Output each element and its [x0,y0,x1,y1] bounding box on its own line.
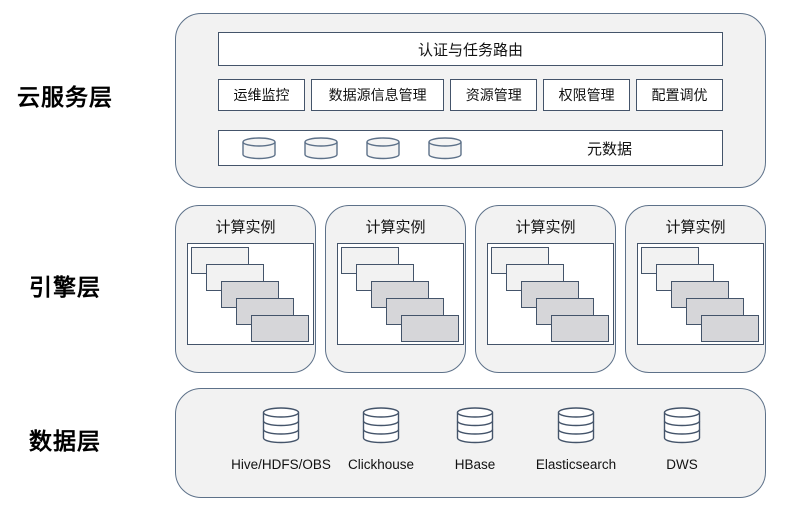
metadata-box: 元数据 [218,130,723,166]
module-resource-mgmt: 资源管理 [450,79,538,111]
datastore-label: Elasticsearch [535,457,617,472]
stack-rect [551,315,609,342]
module-ops-monitoring: 运维监控 [218,79,305,111]
metadata-label: 元数据 [586,140,632,158]
stack-rect [251,315,309,342]
cloud-module-row: 运维监控 数据源信息管理 资源管理 权限管理 配置调优 [218,79,723,111]
datastore-dws: DWS [624,407,740,472]
datastore-label: HBase [454,457,496,472]
compute-instance-title: 计算实例 [365,219,426,236]
metadata-database-icon [366,136,400,159]
engine-layer-row: 计算实例 计算实例 计算实例 [175,205,766,373]
compute-instance-title: 计算实例 [215,219,276,236]
module-datasource-info-mgmt: 数据源信息管理 [310,79,445,111]
database-icon [456,407,494,444]
data-layer-panel: Hive/HDFS/OBS Clickhouse HBase [175,388,766,498]
metadata-database-icon [428,136,462,159]
datastore-hbase: HBase [417,407,533,472]
compute-instance-title: 计算实例 [515,219,576,236]
cloud-service-layer-panel: 认证与任务路由 运维监控 数据源信息管理 资源管理 权限管理 配置调优 [175,13,766,188]
engine-layer-label: 引擎层 [29,274,101,300]
datastore-label: Hive/HDFS/OBS [231,457,331,472]
datastore-label: DWS [666,457,698,472]
compute-instance-card: 计算实例 [625,205,766,373]
stack-rect [401,315,459,342]
auth-task-routing-box: 认证与任务路由 [218,32,723,66]
metadata-database-icon [242,136,276,159]
task-stack-box [187,243,314,345]
database-icon [362,407,400,444]
compute-instance-card: 计算实例 [175,205,316,373]
datastore-hive-hdfs-obs: Hive/HDFS/OBS [223,407,339,472]
compute-instance-card: 计算实例 [325,205,466,373]
compute-instance-title: 计算实例 [665,219,726,236]
module-permission-mgmt: 权限管理 [543,79,631,111]
data-layer-label: 数据层 [29,428,101,454]
metadata-database-icon [304,136,338,159]
database-icon [557,407,595,444]
task-stack-box [487,243,614,345]
task-stack-box [637,243,764,345]
datastore-label: Clickhouse [347,457,415,472]
datastore-elasticsearch: Elasticsearch [518,407,634,472]
database-icon [262,407,300,444]
stack-rect [701,315,759,342]
cloud-service-layer-label: 云服务层 [17,84,113,110]
module-config-tuning: 配置调优 [636,79,723,111]
database-icon [663,407,701,444]
compute-instance-card: 计算实例 [475,205,616,373]
datastore-clickhouse: Clickhouse [323,407,439,472]
task-stack-box [337,243,464,345]
